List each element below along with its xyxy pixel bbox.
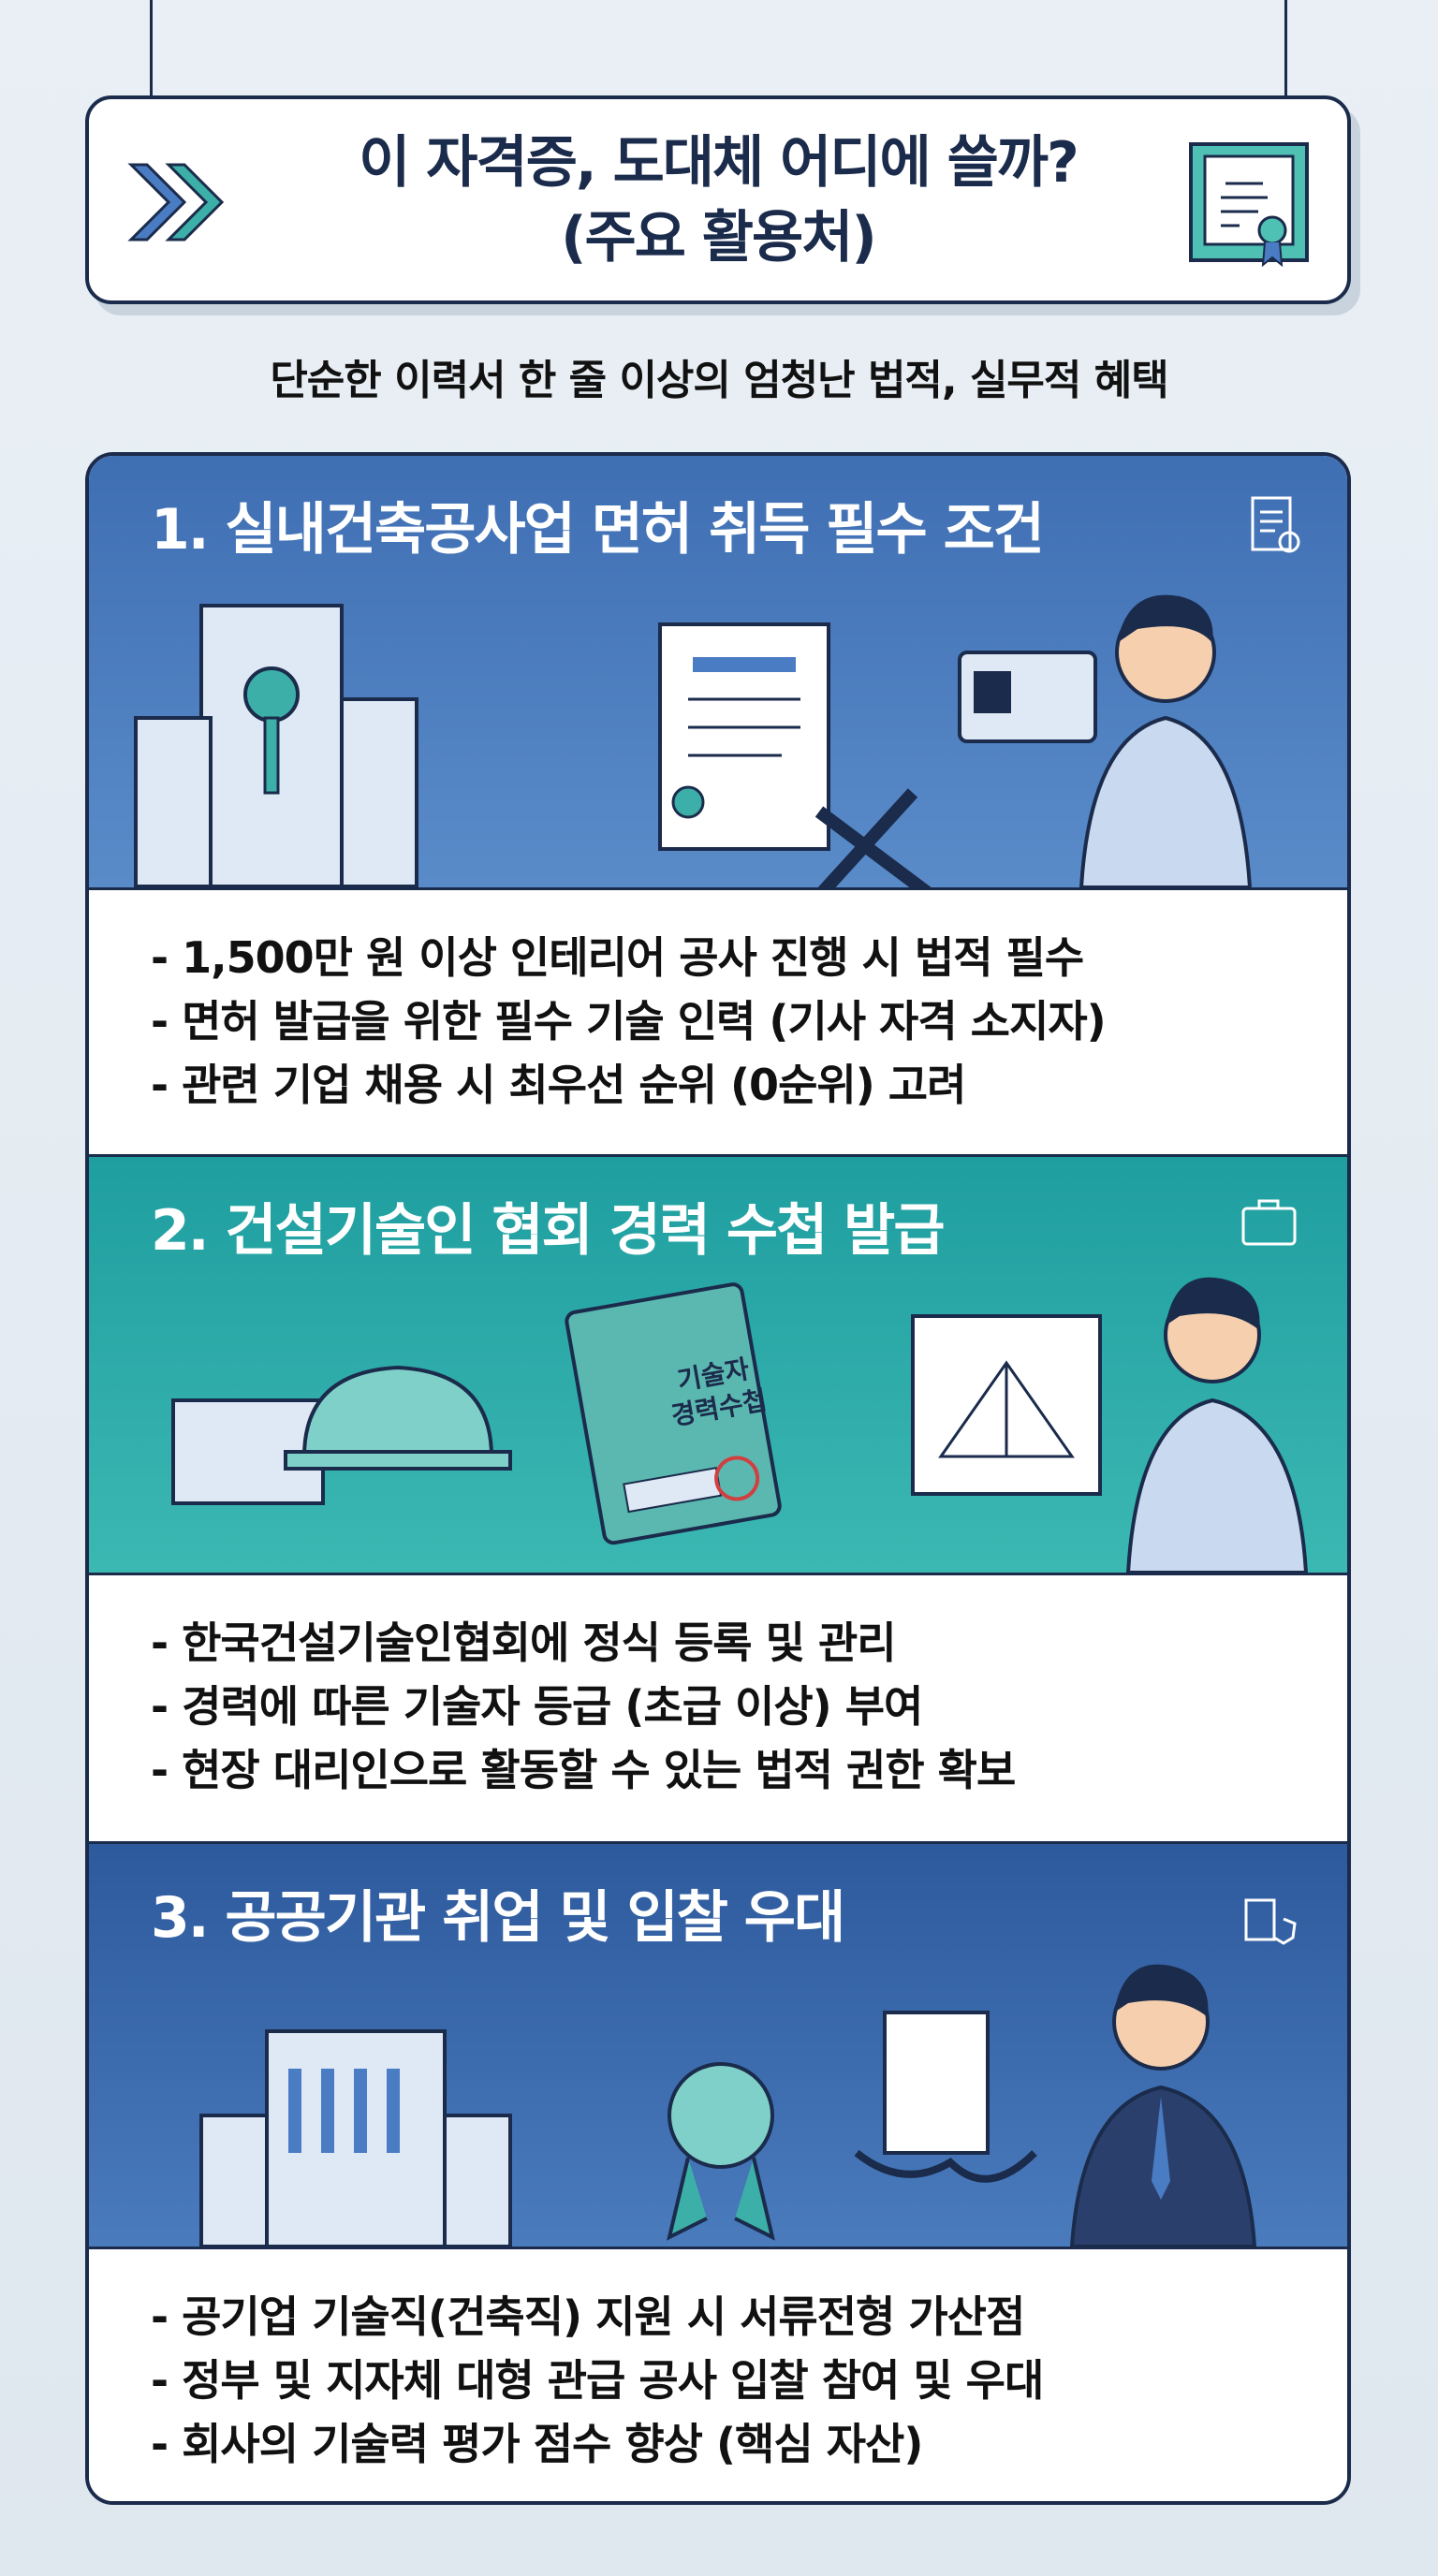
bullet-item: - 1,500만 원 이상 인테리어 공사 진행 시 법적 필수	[151, 932, 1084, 983]
section-2-bullets: - 한국건설기술인협회에 정식 등록 및 관리 - 경력에 따른 기술자 등급 …	[89, 1573, 1347, 1844]
section-2-title: 2. 건설기술인 협회 경력 수첩 발급	[151, 1198, 946, 1264]
section-3-title: 3. 공공기관 취업 및 입찰 우대	[151, 1885, 845, 1951]
subtitle: 단순한 이력서 한 줄 이상의 엄청난 법적, 실무적 혜택	[270, 357, 1168, 404]
bullet-item: - 관련 기업 채용 시 최우선 순위 (0순위) 고려	[151, 1060, 966, 1110]
building-license-illustration	[134, 594, 1253, 887]
bullet-item: - 경력에 따른 기술자 등급 (초급 이상) 부여	[151, 1681, 923, 1732]
building-shield-icon	[1244, 1898, 1297, 1945]
section-3-header: 3. 공공기관 취업 및 입찰 우대	[89, 1844, 1347, 2247]
section-1-title: 1. 실내건축공사업 면허 취득 필수 조건	[151, 497, 1045, 563]
benefits-card: 1. 실내건축공사업 면허 취득 필수 조건 - 1,500만 원 이상 인테리…	[85, 452, 1351, 2505]
bullet-item: - 면허 발급을 위한 필수 기술 인력 (기사 자격 소지자)	[151, 996, 1107, 1046]
section-3-bullets: - 공기업 기술직(건축직) 지원 시 서류전형 가산점 - 정부 및 지자체 …	[89, 2247, 1347, 2501]
page-title-sub: (주요 활용처)	[561, 204, 877, 271]
bullet-item: - 회사의 기술력 평가 점수 향상 (핵심 자산)	[151, 2419, 923, 2469]
page-title: 이 자격증, 도대체 어디에 쓸까?	[359, 129, 1079, 196]
public-institution-illustration	[199, 1964, 1257, 2247]
certificate-icon	[1189, 142, 1309, 268]
career-book-illustration	[171, 1277, 1309, 1573]
title-banner: 이 자격증, 도대체 어디에 쓸까? (주요 활용처)	[85, 95, 1351, 304]
section-1-header: 1. 실내건축공사업 면허 취득 필수 조건	[89, 456, 1347, 887]
bullet-item: - 한국건설기술인협회에 정식 등록 및 관리	[151, 1617, 897, 1668]
briefcase-icon	[1241, 1199, 1297, 1246]
hanging-string	[150, 0, 153, 117]
bullet-item: - 공기업 기술직(건축직) 지원 시 서류전형 가산점	[151, 2291, 1025, 2342]
double-chevron-icon	[127, 163, 225, 242]
section-2-header: 2. 건설기술인 협회 경력 수첩 발급 기술자 경력수첩	[89, 1157, 1347, 1573]
bullet-item: - 현장 대리인으로 활동할 수 있는 법적 권한 확보	[151, 1745, 1016, 1795]
document-check-icon	[1251, 496, 1300, 553]
hanging-string	[1284, 0, 1287, 117]
bullet-item: - 정부 및 지자체 대형 관급 공사 입찰 참여 및 우대	[151, 2355, 1044, 2406]
section-1-bullets: - 1,500만 원 이상 인테리어 공사 진행 시 법적 필수 - 면허 발급…	[89, 887, 1347, 1157]
